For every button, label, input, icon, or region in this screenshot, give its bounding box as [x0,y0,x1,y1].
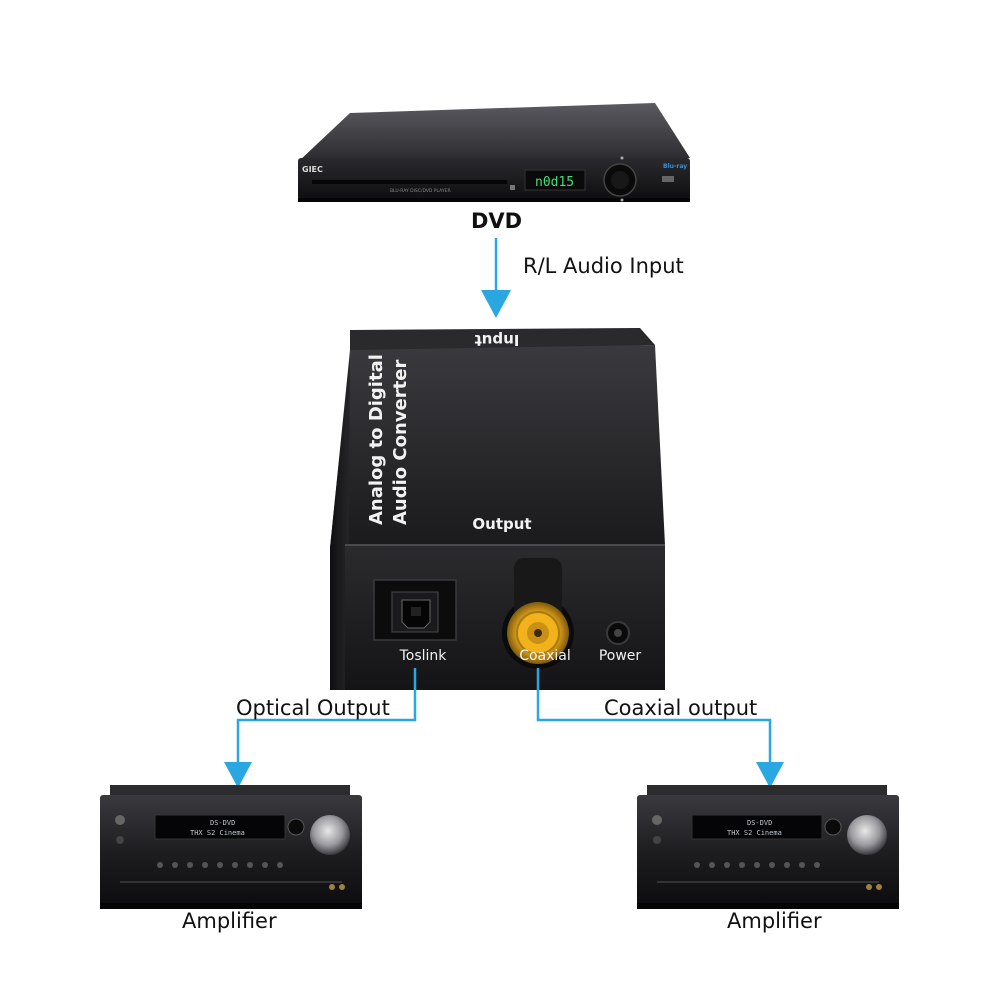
amp-right-volume-knob [847,815,887,855]
power-port [606,621,630,645]
toslink-label: Toslink [399,648,448,664]
amp-left-display-line2: THX S2 Cinema [190,829,245,837]
amplifier-left-label: Amplifier [182,909,277,933]
amp-left-volume-knob [310,815,350,855]
optical-output-label: Optical Output [236,696,390,720]
optical-arrow-line [236,668,417,770]
converter-box: Input Analog to Digital Audio Converter … [330,328,665,690]
input-arrow-head [481,290,511,318]
converter-title-line2: Audio Converter [390,360,411,525]
coaxial-arrow-head [756,762,784,788]
converter-title-line1: Analog to Digital [366,354,387,525]
dvd-display-panel [524,169,586,191]
amp-right-display-line2: THX S2 Cinema [727,829,782,837]
power-label: Power [599,648,642,664]
converter-input-label: Input [475,331,520,349]
amplifier-right-label: Amplifier [727,909,822,933]
usb-port-icon [662,176,674,182]
dvd-label: DVD [471,209,523,233]
coaxial-port [502,558,574,669]
coaxial-arrow-line [536,668,772,770]
svg-text:Blu-ray: Blu-ray [663,163,687,170]
amp-left-display-line1: DS-DVD [210,819,235,827]
toslink-port [373,579,457,641]
converter-output-label: Output [472,515,531,533]
dvd-model-text: BLU-RAY DISC/DVD PLAYER [390,188,451,194]
dvd-brand-text: GIEC [302,165,323,174]
coaxial-output-label: Coaxial output [604,696,758,720]
amplifier-right: DS-DVD THX S2 Cinema [637,785,899,909]
disc-tray-slot [312,180,507,184]
input-signal-label: R/L Audio Input [523,254,684,278]
dvd-display-text: n0d15 [535,175,574,190]
connection-arrows [236,238,772,770]
dvd-player: GIEC BLU-RAY DISC/DVD PLAYER n0d15 Blu-r… [298,103,690,202]
amp-right-display-line1: DS-DVD [747,819,772,827]
amplifier-left: DS-DVD THX S2 Cinema [100,785,362,909]
coaxial-label: Coaxial [519,648,571,664]
optical-arrow-head [224,762,252,788]
